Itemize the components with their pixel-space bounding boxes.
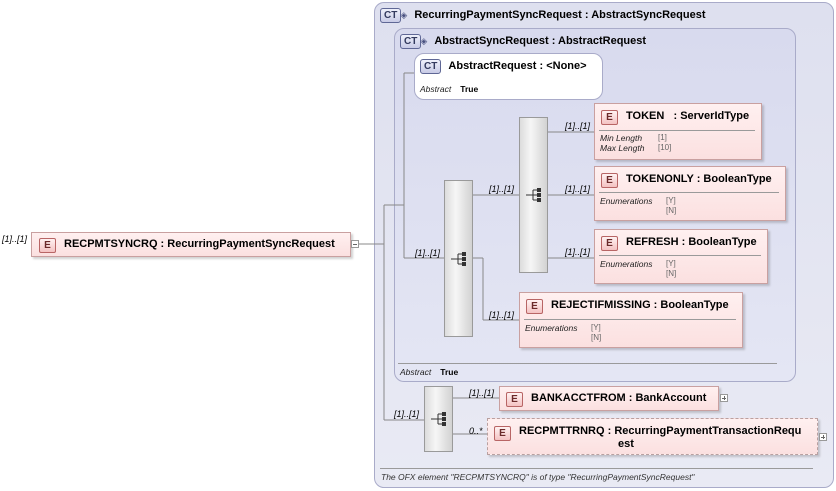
ct-badge: CT xyxy=(400,34,422,49)
mid-ct-title: AbstractSyncRequest : AbstractRequest xyxy=(434,35,647,47)
refresh-cardinality: [1]..[1] xyxy=(565,247,591,257)
outer-ct-footer: The OFX element "RECPMTSYNCRQ" is of typ… xyxy=(381,472,695,482)
seq-outer-cardinality: [1]..[1] xyxy=(415,248,441,258)
element-badge: E xyxy=(526,299,543,314)
inner-abstract-row: Abstract True xyxy=(420,84,479,94)
inner-ct-header: CT AbstractRequest : <None> xyxy=(420,59,587,74)
seq-bottom-cardinality: [1]..[1] xyxy=(394,409,420,419)
element-badge: E xyxy=(506,392,523,407)
element-label: REJECTIFMISSING : BooleanType xyxy=(551,299,729,311)
mid-abstract-row: Abstract True xyxy=(400,367,459,377)
element-label: REFRESH : BooleanType xyxy=(626,236,757,248)
sequence-icon xyxy=(431,412,446,426)
ct-badge-plus-icon: ◈ xyxy=(400,10,408,20)
sequence-icon xyxy=(451,252,466,266)
token-cardinality: [1]..[1] xyxy=(565,121,591,131)
outer-ct-title: RecurringPaymentSyncRequest : AbstractSy… xyxy=(414,9,706,21)
sequence-icon xyxy=(526,188,541,202)
element-label-line1: RECPMTTRNRQ : RecurringPaymentTransactio… xyxy=(519,425,802,437)
element-label: TOKEN : ServerIdType xyxy=(626,110,750,122)
inner-ct-title: AbstractRequest : <None> xyxy=(448,60,587,72)
sequence-compositor-outer[interactable] xyxy=(444,180,473,337)
ct-badge-plus-icon: ◈ xyxy=(420,36,428,46)
mid-ct-header: CT◈ AbstractSyncRequest : AbstractReques… xyxy=(400,34,646,49)
expand-icon[interactable] xyxy=(720,394,728,402)
root-element-label: RECPMTSYNCRQ : RecurringPaymentSyncReque… xyxy=(64,238,335,250)
root-element-recpmtsyncrq[interactable]: E RECPMTSYNCRQ : RecurringPaymentSyncReq… xyxy=(31,232,351,257)
element-badge: E xyxy=(601,236,618,251)
element-badge: E xyxy=(601,110,618,125)
inner-complex-type: CT AbstractRequest : <None> Abstract Tru… xyxy=(414,53,603,100)
rejectifmissing-cardinality: [1]..[1] xyxy=(489,310,515,320)
element-rejectifmissing[interactable]: E REJECTIFMISSING : BooleanType Enumerat… xyxy=(519,292,743,348)
expand-icon[interactable] xyxy=(819,433,827,441)
seq-inner-cardinality: [1]..[1] xyxy=(489,184,515,194)
ct-badge: CT xyxy=(420,59,442,74)
root-cardinality: [1]..[1] xyxy=(2,234,28,244)
element-label: TOKENONLY : BooleanType xyxy=(626,173,772,185)
element-label: BANKACCTFROM : BankAccount xyxy=(531,392,707,404)
element-badge: E xyxy=(39,238,56,253)
element-recpmttrnrq[interactable]: E RECPMTTRNRQ : RecurringPaymentTransact… xyxy=(487,418,818,455)
element-bankacctfrom[interactable]: E BANKACCTFROM : BankAccount xyxy=(499,386,719,411)
ct-badge: CT xyxy=(380,8,402,23)
element-badge: E xyxy=(601,173,618,188)
recpmttrnrq-cardinality: 0..* xyxy=(469,426,483,436)
sequence-compositor-bottom[interactable] xyxy=(424,386,453,452)
collapse-icon[interactable] xyxy=(351,240,359,248)
mid-abstract-separator xyxy=(398,363,777,364)
tokenonly-cardinality: [1]..[1] xyxy=(565,184,591,194)
element-refresh[interactable]: E REFRESH : BooleanType Enumerations [Y]… xyxy=(594,229,768,284)
bankacctfrom-cardinality: [1]..[1] xyxy=(469,388,495,398)
element-token[interactable]: E TOKEN : ServerIdType Min Length [1] Ma… xyxy=(594,103,762,160)
element-badge: E xyxy=(494,426,511,441)
outer-ct-header: CT◈ RecurringPaymentSyncRequest : Abstra… xyxy=(380,8,706,23)
footer-separator xyxy=(380,468,813,469)
element-tokenonly[interactable]: E TOKENONLY : BooleanType Enumerations [… xyxy=(594,166,786,221)
sequence-compositor-inner[interactable] xyxy=(519,117,548,273)
element-label-line2: est xyxy=(618,438,634,450)
